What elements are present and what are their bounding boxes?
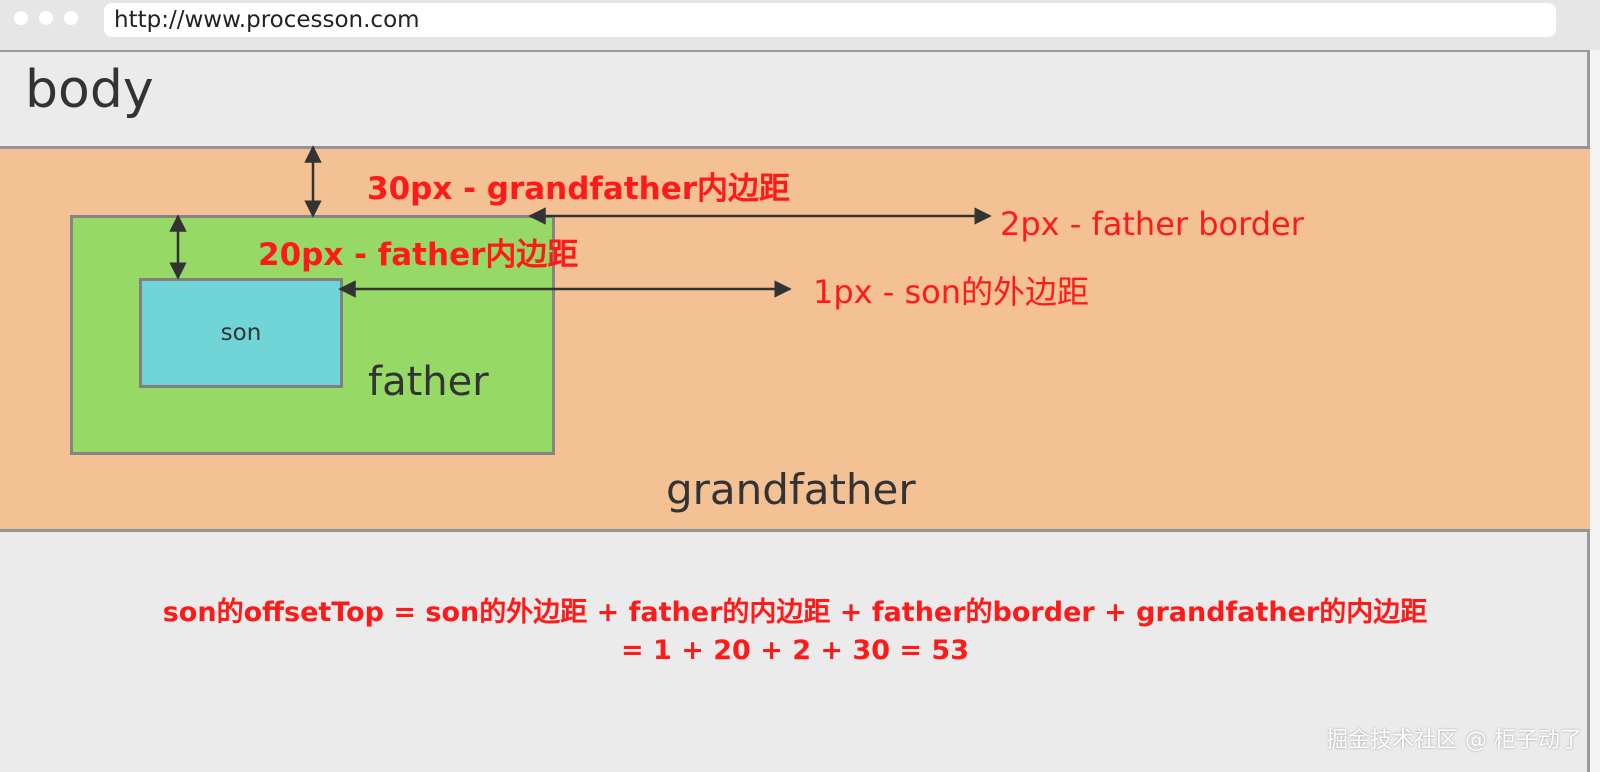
father-label: father (368, 359, 489, 405)
son-box: son (139, 278, 343, 388)
window-close-dot[interactable] (14, 11, 28, 25)
window-maximize-dot[interactable] (64, 11, 78, 25)
window-minimize-dot[interactable] (39, 11, 53, 25)
body-label: body (25, 60, 154, 120)
offsettop-formula: son的offsetTop = son的外边距 + father的内边距 + f… (0, 594, 1590, 670)
father-border-annotation: 2px - father border (1000, 205, 1304, 243)
scrollbar-track[interactable] (1590, 50, 1600, 772)
formula-line-1: son的offsetTop = son的外边距 + father的内边距 + f… (162, 597, 1428, 628)
grandfather-label: grandfather (666, 465, 916, 514)
son-margin-annotation: 1px - son的外边距 (813, 273, 1090, 311)
watermark: 掘金技术社区 @ 柜子动了 (1326, 728, 1582, 753)
browser-toolbar: http://www.processon.com (0, 0, 1600, 52)
address-bar[interactable]: http://www.processon.com (104, 3, 1556, 37)
grandfather-padding-annotation: 30px - grandfather内边距 (367, 171, 791, 207)
son-label: son (220, 320, 262, 346)
father-padding-annotation: 20px - father内边距 (258, 237, 579, 273)
formula-line-2: = 1 + 20 + 2 + 30 = 53 (620, 635, 969, 666)
